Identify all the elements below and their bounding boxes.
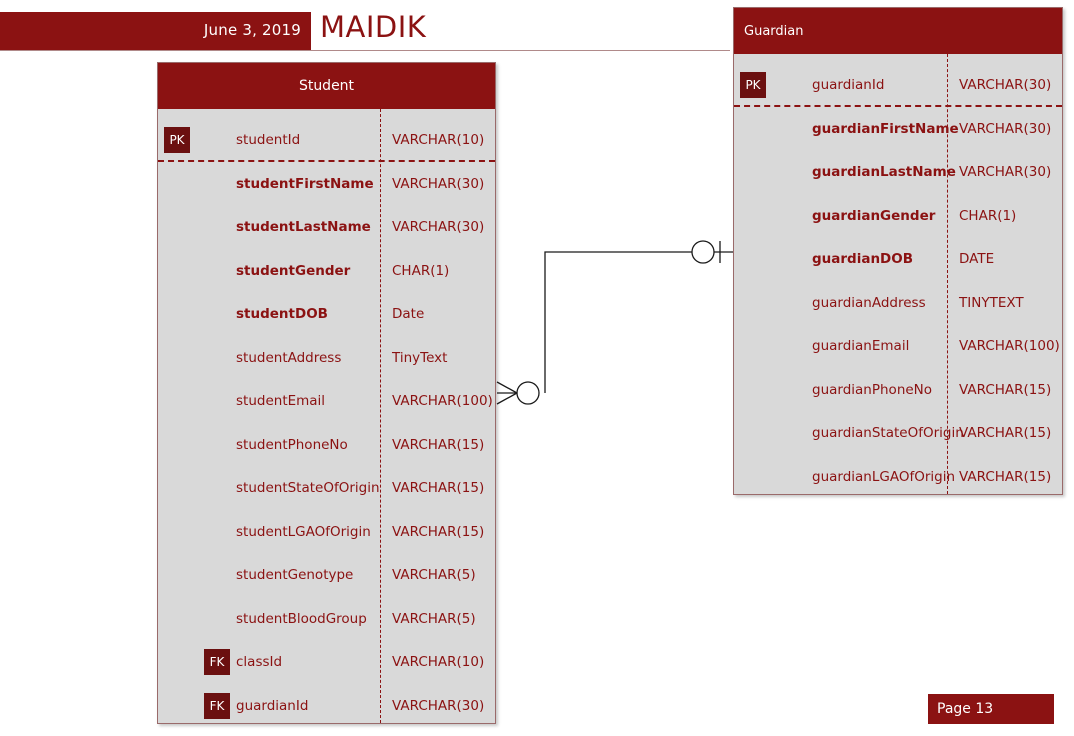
field-type: VARCHAR(30) — [392, 219, 485, 235]
page-number-label: Page 13 — [937, 701, 994, 717]
date-bar: June 3, 2019 — [0, 12, 311, 50]
field-name: guardianId — [812, 77, 885, 93]
entity-title-guardian: Guardian — [734, 8, 1062, 54]
field-name: guardianStateOfOrigin — [812, 425, 964, 441]
field-row[interactable]: PK studentId VARCHAR(10) — [158, 118, 495, 162]
field-type: VARCHAR(5) — [392, 567, 476, 583]
field-type: VARCHAR(30) — [959, 120, 1052, 137]
field-name: studentStateOfOrigin — [236, 480, 380, 496]
field-row[interactable]: studentLGAOfOrigin VARCHAR(15) — [158, 510, 495, 554]
field-name: studentAddress — [236, 349, 342, 366]
primary-key-separator — [158, 159, 495, 162]
field-type: TINYTEXT — [959, 294, 1024, 311]
page-title: MAIDIK — [320, 10, 427, 44]
field-type: TinyText — [392, 349, 448, 366]
field-row[interactable]: studentStateOfOrigin VARCHAR(15) — [158, 466, 495, 510]
field-name: guardianGender — [812, 207, 936, 224]
field-row[interactable]: FK classId VARCHAR(10) — [158, 640, 495, 684]
field-name: classId — [236, 654, 283, 670]
field-name: guardianLGAOfOrigin — [812, 468, 956, 485]
field-type: VARCHAR(15) — [392, 523, 485, 540]
field-name: guardianAddress — [812, 294, 926, 311]
page-number-badge: Page 13 — [928, 694, 1054, 724]
field-type: VARCHAR(100) — [392, 393, 493, 409]
field-type: VARCHAR(10) — [392, 132, 485, 148]
field-type: VARCHAR(30) — [392, 175, 485, 192]
cardinality-zero-circle-guardian — [691, 240, 715, 264]
field-name: studentPhoneNo — [236, 436, 348, 453]
column-divider — [947, 54, 948, 494]
entity-title-student: Student — [158, 63, 495, 109]
foreign-key-badge: FK — [204, 692, 230, 719]
field-row[interactable]: studentFirstName VARCHAR(30) — [158, 162, 495, 206]
field-name: guardianDOB — [812, 251, 914, 267]
primary-key-separator — [734, 104, 1062, 107]
cardinality-zero-circle-student — [516, 381, 540, 405]
field-row[interactable]: guardianDOB DATE — [734, 237, 1062, 281]
field-type: VARCHAR(15) — [959, 468, 1052, 485]
field-row[interactable]: guardianEmail VARCHAR(100) — [734, 324, 1062, 368]
field-type: VARCHAR(100) — [959, 338, 1060, 354]
field-row[interactable]: studentDOB Date — [158, 292, 495, 336]
field-name: studentGenotype — [236, 567, 354, 583]
field-row[interactable]: studentLastName VARCHAR(30) — [158, 205, 495, 249]
field-type: CHAR(1) — [959, 207, 1017, 224]
field-type: VARCHAR(30) — [392, 697, 485, 714]
field-name: guardianPhoneNo — [812, 381, 933, 398]
field-name: studentEmail — [236, 393, 326, 409]
field-type: Date — [392, 306, 425, 322]
field-name: studentFirstName — [236, 175, 374, 192]
field-type: VARCHAR(15) — [392, 480, 485, 496]
field-name: guardianFirstName — [812, 120, 959, 137]
field-type: VARCHAR(15) — [959, 425, 1052, 441]
field-type: VARCHAR(15) — [392, 436, 485, 453]
foreign-key-badge: FK — [204, 649, 230, 675]
field-name: guardianLastName — [812, 164, 956, 180]
field-name: studentLGAOfOrigin — [236, 523, 371, 540]
field-type: VARCHAR(30) — [959, 164, 1052, 180]
crows-foot-student — [496, 381, 518, 405]
slide-date: June 3, 2019 — [203, 21, 301, 39]
field-row[interactable]: PK guardianId VARCHAR(30) — [734, 63, 1062, 107]
field-row[interactable]: guardianGender CHAR(1) — [734, 194, 1062, 238]
field-name: guardianEmail — [812, 338, 910, 354]
primary-key-badge: PK — [164, 127, 190, 153]
field-type: VARCHAR(30) — [959, 77, 1052, 93]
field-row[interactable]: studentGender CHAR(1) — [158, 249, 495, 293]
field-name: studentDOB — [236, 306, 328, 322]
field-row[interactable]: guardianPhoneNo VARCHAR(15) — [734, 368, 1062, 412]
relationship-line — [544, 251, 703, 393]
field-row[interactable]: studentEmail VARCHAR(100) — [158, 379, 495, 423]
field-type: VARCHAR(15) — [959, 381, 1052, 398]
entity-title-label: Guardian — [744, 23, 804, 39]
field-name: guardianId — [236, 697, 309, 714]
title-underline-divider — [0, 50, 730, 51]
field-name: studentBloodGroup — [236, 610, 367, 627]
field-name: studentId — [236, 132, 301, 148]
field-name: studentLastName — [236, 219, 371, 235]
field-row[interactable]: studentGenotype VARCHAR(5) — [158, 553, 495, 597]
field-name: studentGender — [236, 262, 351, 279]
field-row[interactable]: studentPhoneNo VARCHAR(15) — [158, 423, 495, 467]
field-row[interactable]: FK guardianId VARCHAR(30) — [158, 684, 495, 728]
field-row[interactable]: guardianAddress TINYTEXT — [734, 281, 1062, 325]
field-row[interactable]: studentBloodGroup VARCHAR(5) — [158, 597, 495, 641]
entity-title-label: Student — [298, 78, 355, 94]
field-type: CHAR(1) — [392, 262, 450, 279]
field-type: DATE — [959, 251, 995, 267]
primary-key-badge: PK — [740, 72, 766, 98]
field-row[interactable]: studentAddress TinyText — [158, 336, 495, 380]
field-type: VARCHAR(5) — [392, 610, 476, 627]
column-divider — [380, 109, 381, 723]
slide-header: June 3, 2019 MAIDIK — [0, 10, 1074, 50]
field-type: VARCHAR(10) — [392, 654, 485, 670]
